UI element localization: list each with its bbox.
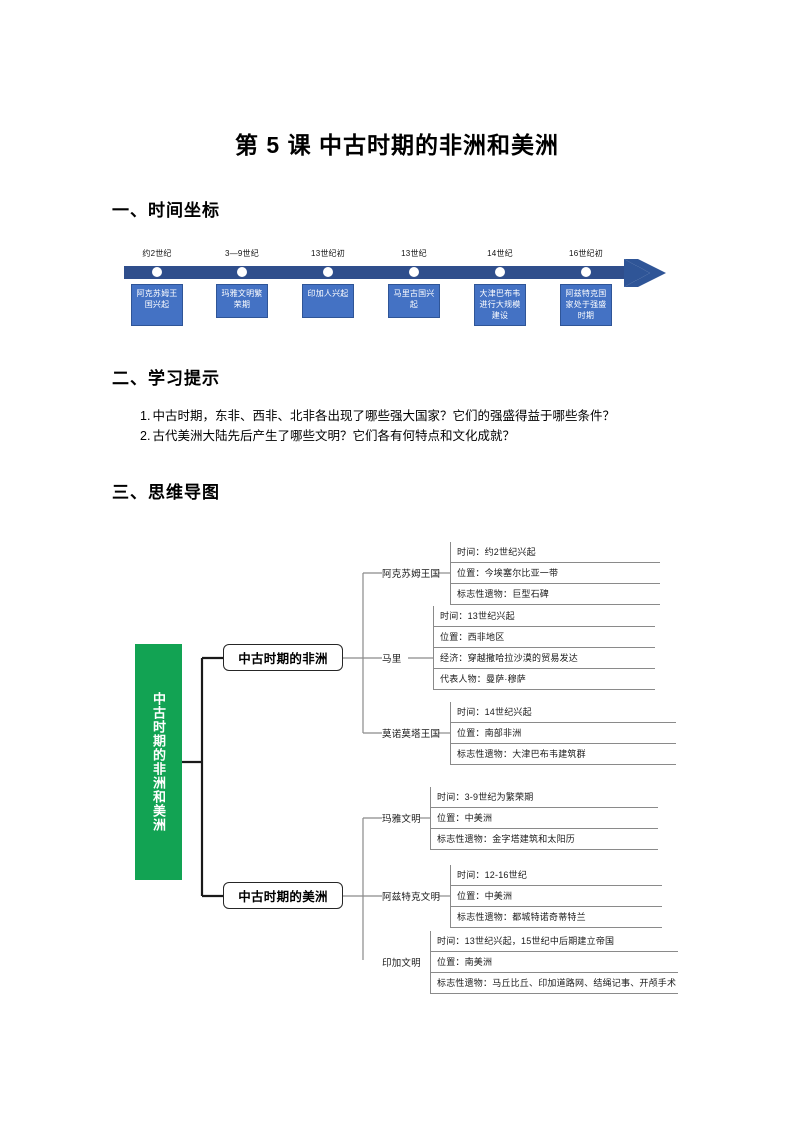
timeline-marker-dot	[152, 267, 162, 277]
mindmap-leaf-group: 时间：13世纪兴起，15世纪中后期建立帝国位置：南美洲标志性遗物：马丘比丘、印加…	[430, 931, 678, 994]
mindmap-topic-label: 马里	[382, 654, 402, 665]
mindmap-leaf-item: 时间：13世纪兴起	[433, 606, 655, 627]
mindmap-leaf-item: 位置：中美洲	[450, 886, 662, 907]
mindmap-leaf-group: 时间：3-9世纪为繁荣期位置：中美洲标志性遗物：金字塔建筑和太阳历	[430, 787, 658, 850]
timeline-event: 约2世纪阿克苏姆王国兴起	[112, 248, 202, 326]
mindmap-leaf-group: 时间：13世纪兴起位置：西非地区经济：穿越撒哈拉沙漠的贸易发达代表人物：曼萨·穆…	[433, 606, 655, 690]
mindmap-leaf-item: 位置：今埃塞尔比亚一带	[450, 563, 660, 584]
timeline-event: 13世纪初印加人兴起	[283, 248, 373, 318]
mindmap-leaf-bracket	[433, 606, 434, 690]
timeline-marker-dot	[409, 267, 419, 277]
timeline-event-date: 13世纪	[401, 249, 427, 258]
timeline-event-box: 阿兹特克国家处于强盛时期	[560, 284, 612, 326]
timeline-marker-dot	[323, 267, 333, 277]
mindmap-leaf-item: 经济：穿越撒哈拉沙漠的贸易发达	[433, 648, 655, 669]
mindmap-leaf-item: 标志性遗物：马丘比丘、印加道路网、结绳记事、开颅手术	[430, 973, 678, 994]
study-tip-number: 1.	[140, 409, 151, 423]
mindmap-leaf-item: 位置：西非地区	[433, 627, 655, 648]
mindmap-leaf-bracket	[430, 931, 431, 994]
timeline-event-date: 13世纪初	[311, 249, 345, 258]
section-heading-timeline: 一、时间坐标	[112, 201, 220, 220]
study-tip-item: 2.古代美洲大陆先后产生了哪些文明？它们各有何特点和文化成就？	[140, 426, 740, 446]
study-tips-list: 1.中古时期，东非、西非、北非各出现了哪些强大国家？它们的强盛得益于哪些条件？2…	[140, 406, 740, 446]
timeline-event-box: 马里古国兴起	[388, 284, 440, 318]
mindmap-leaf-item: 代表人物：曼萨·穆萨	[433, 669, 655, 690]
timeline-event-date: 14世纪	[487, 249, 513, 258]
mindmap-leaf-item: 位置：南部非洲	[450, 723, 676, 744]
mindmap-connector-lines	[182, 572, 450, 960]
section-heading-mindmap: 三、思维导图	[112, 483, 220, 502]
page-title: 第 5 课 中古时期的非洲和美洲	[235, 132, 559, 158]
timeline-marker-dot	[581, 267, 591, 277]
study-tip-number: 2.	[140, 429, 151, 443]
timeline-event-date: 3—9世纪	[225, 249, 259, 258]
timeline-event-date: 16世纪初	[569, 249, 603, 258]
mindmap-branch-africa: 中古时期的非洲	[223, 644, 343, 671]
mindmap-leaf-group: 时间：约2世纪兴起位置：今埃塞尔比亚一带标志性遗物：巨型石碑	[450, 542, 660, 605]
mindmap-root-label: 中古时期的非洲和美洲	[151, 692, 166, 832]
mindmap-diagram: 中古时期的非洲和美洲 中古时期的非洲 中古时期的美洲 阿克苏姆王国时间：约2世纪…	[120, 530, 680, 994]
mindmap-leaf-item: 标志性遗物：大津巴布韦建筑群	[450, 744, 676, 765]
mindmap-leaf-item: 标志性遗物：都城特诺奇蒂特兰	[450, 907, 662, 928]
mindmap-topic-label: 印加文明	[382, 958, 421, 969]
study-tip-text: 古代美洲大陆先后产生了哪些文明？它们各有何特点和文化成就？	[152, 429, 515, 443]
timeline-event: 3—9世纪玛雅文明繁荣期	[197, 248, 287, 318]
mindmap-leaf-bracket	[450, 865, 451, 928]
mindmap-leaf-bracket	[430, 787, 431, 850]
mindmap-leaf-item: 时间：3-9世纪为繁荣期	[430, 787, 658, 808]
mindmap-leaf-group: 时间：12-16世纪位置：中美洲标志性遗物：都城特诺奇蒂特兰	[450, 865, 662, 928]
mindmap-leaf-item: 时间：约2世纪兴起	[450, 542, 660, 563]
mindmap-branch-america-label: 中古时期的美洲	[238, 890, 328, 904]
mindmap-leaf-item: 位置：中美洲	[430, 808, 658, 829]
mindmap-leaf-item: 标志性遗物：巨型石碑	[450, 584, 660, 605]
timeline-bar	[124, 266, 634, 279]
timeline-event-box: 大津巴布韦进行大规模建设	[474, 284, 526, 326]
mindmap-leaf-item: 位置：南美洲	[430, 952, 678, 973]
mindmap-topic-label: 阿兹特克文明	[382, 892, 441, 903]
timeline-event-box: 印加人兴起	[302, 284, 354, 318]
mindmap-root-node: 中古时期的非洲和美洲	[135, 644, 182, 880]
timeline-event: 13世纪马里古国兴起	[369, 248, 459, 318]
mindmap-leaf-bracket	[450, 702, 451, 765]
mindmap-leaf-item: 时间：14世纪兴起	[450, 702, 676, 723]
mindmap-branch-america: 中古时期的美洲	[223, 882, 343, 909]
timeline-event: 16世纪初阿兹特克国家处于强盛时期	[541, 248, 631, 326]
timeline-event-box: 玛雅文明繁荣期	[216, 284, 268, 318]
mindmap-branch-africa-label: 中古时期的非洲	[238, 652, 328, 666]
mindmap-leaf-item: 时间：13世纪兴起，15世纪中后期建立帝国	[430, 931, 678, 952]
timeline-marker-dot	[495, 267, 505, 277]
timeline-event: 14世纪大津巴布韦进行大规模建设	[455, 248, 545, 326]
mindmap-leaf-item: 时间：12-16世纪	[450, 865, 662, 886]
study-tip-text: 中古时期，东非、西非、北非各出现了哪些强大国家？它们的强盛得益于哪些条件？	[152, 409, 615, 423]
section-heading-tips: 二、学习提示	[112, 369, 220, 388]
mindmap-topic-label: 阿克苏姆王国	[382, 569, 441, 580]
timeline-event-box: 阿克苏姆王国兴起	[131, 284, 183, 326]
timeline-marker-dot	[237, 267, 247, 277]
timeline-event-date: 约2世纪	[142, 249, 172, 258]
mindmap-topic-label: 玛雅文明	[382, 814, 421, 825]
mindmap-leaf-group: 时间：14世纪兴起位置：南部非洲标志性遗物：大津巴布韦建筑群	[450, 702, 676, 765]
study-tip-item: 1.中古时期，东非、西非、北非各出现了哪些强大国家？它们的强盛得益于哪些条件？	[140, 406, 740, 426]
mindmap-leaf-bracket	[450, 542, 451, 605]
mindmap-topic-label: 莫诺莫塔王国	[382, 729, 441, 740]
mindmap-leaf-item: 标志性遗物：金字塔建筑和太阳历	[430, 829, 658, 850]
